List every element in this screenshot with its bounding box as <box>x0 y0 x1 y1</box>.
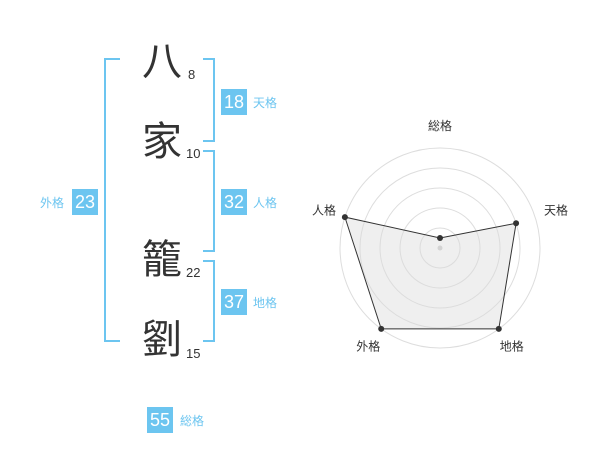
soukaku-label: 総格 <box>180 414 205 428</box>
radar-axis-label: 人格 <box>312 202 336 217</box>
radar-ring <box>419 227 461 269</box>
radar-axis-label: 地格 <box>500 339 524 354</box>
name-char-1: 八 <box>142 39 182 85</box>
radar-ring <box>379 187 501 309</box>
jinkaku-value: 32 <box>221 189 247 215</box>
radar-axis-label: 天格 <box>544 202 568 217</box>
chikaku-label: 地格 <box>253 296 278 310</box>
jinkaku-label: 人格 <box>253 196 278 210</box>
radar-ring <box>339 147 541 349</box>
tenkaku-value: 18 <box>221 89 247 115</box>
radar-axis-label: 外格 <box>356 339 380 354</box>
stroke-count-4: 15 <box>186 346 201 361</box>
jinkaku-bracket <box>203 150 215 252</box>
radar-axis-label: 総格 <box>428 118 452 133</box>
radar-point-3 <box>495 325 502 332</box>
stroke-count-2: 10 <box>186 146 201 161</box>
chikaku-value: 37 <box>221 289 247 315</box>
radar-point-4 <box>378 325 385 332</box>
tenkaku-bracket <box>203 58 215 142</box>
radar-point-5 <box>341 214 348 221</box>
name-char-3: 籠 <box>142 237 182 283</box>
chikaku-bracket <box>203 260 215 342</box>
radar-point-2 <box>513 220 520 227</box>
gaikaku-bracket <box>104 58 120 342</box>
stroke-count-3: 22 <box>186 265 201 280</box>
name-char-2: 家 <box>142 119 182 165</box>
gaikaku-value: 23 <box>72 189 98 215</box>
name-char-4: 劉 <box>142 317 182 363</box>
radar-center <box>437 245 443 251</box>
radar-area <box>344 216 517 330</box>
radar-point-1 <box>437 235 443 241</box>
radar-ring <box>399 207 481 289</box>
tenkaku-label: 天格 <box>253 96 278 110</box>
radar-ring <box>359 167 521 329</box>
gaikaku-label: 外格 <box>40 196 65 210</box>
stroke-count-1: 8 <box>188 67 196 82</box>
soukaku-value: 55 <box>147 407 173 433</box>
